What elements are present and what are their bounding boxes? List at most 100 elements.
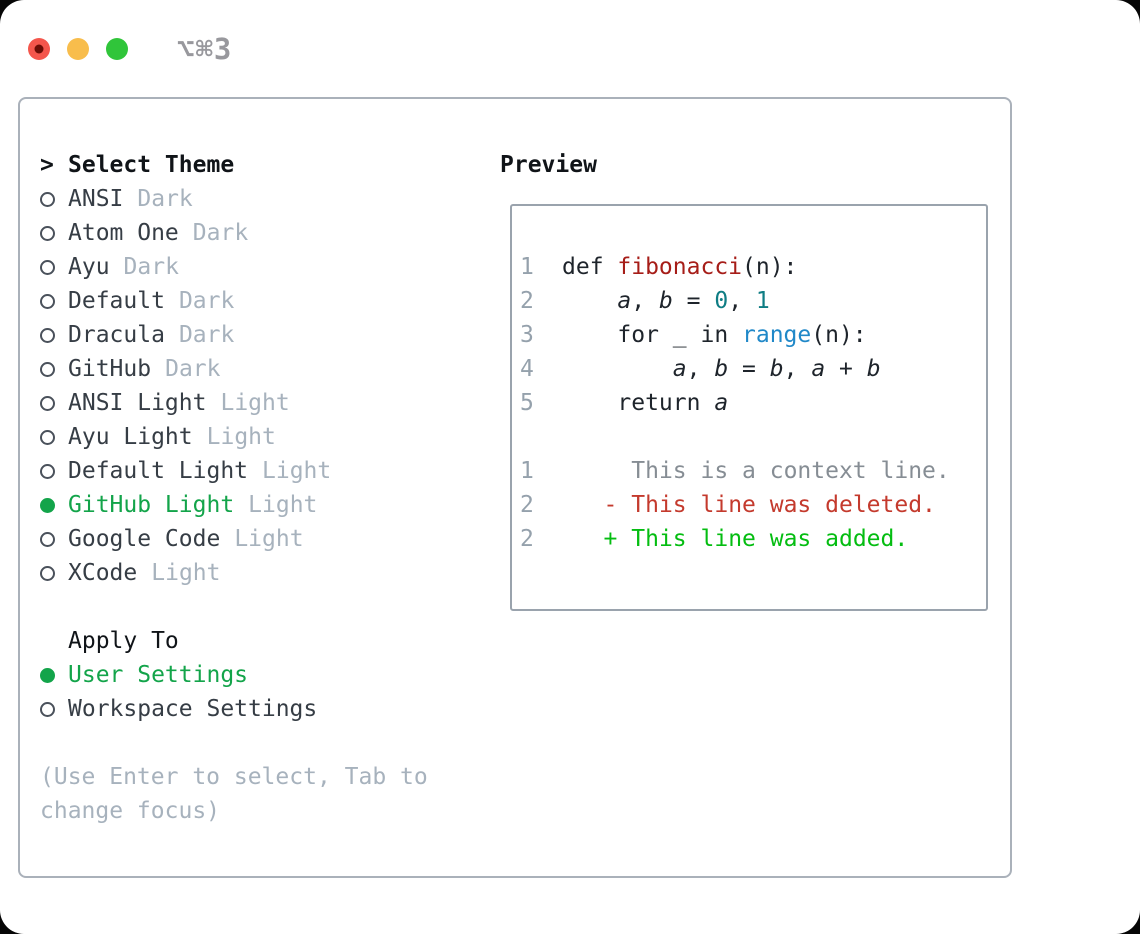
theme-variant-tag: Light (151, 560, 221, 586)
code-line: 1 def fibonacci(n): (520, 250, 978, 284)
code-token: return (562, 390, 715, 416)
radio-selected-icon (40, 667, 55, 683)
diff-content: This is a context line. (562, 458, 950, 484)
theme-option-github-light[interactable]: GitHub Light Light (40, 488, 490, 522)
code-content: a, b = 0, 1 (562, 288, 769, 314)
line-number: 2 (520, 492, 534, 518)
theme-variant-tag: Dark (165, 356, 221, 382)
code-content: return a (562, 390, 728, 416)
diff-text: This line was deleted. (631, 492, 936, 518)
line-number: 2 (520, 288, 534, 314)
theme-name: ANSI (68, 186, 124, 212)
maximize-button[interactable] (106, 37, 128, 60)
diff-marker: + (603, 526, 618, 552)
hint-text: (Use Enter to select, Tab to change focu… (40, 764, 428, 824)
theme-name: Dracula (68, 322, 165, 348)
code-token: def (562, 254, 618, 280)
radio-icon (40, 395, 55, 411)
code-token: a (672, 356, 687, 382)
line-number: 1 (520, 458, 534, 484)
code-token: a (714, 390, 729, 416)
theme-option-ayu[interactable]: Ayu Dark (40, 250, 490, 284)
diff-content: - This line was deleted. (562, 492, 936, 518)
code-token: range (742, 322, 812, 348)
code-token: = (672, 288, 715, 314)
code-token: a (617, 288, 632, 314)
code-token: fibonacci (617, 254, 743, 280)
code-token: b (714, 356, 729, 382)
theme-variant-tag: Dark (178, 288, 235, 314)
theme-option-github[interactable]: GitHub Dark (40, 352, 490, 386)
radio-selected-icon (40, 497, 55, 513)
radio-icon (40, 191, 55, 207)
theme-name: XCode (68, 560, 138, 586)
theme-name: Ayu (68, 254, 110, 280)
theme-variant-tag: Dark (178, 322, 235, 348)
titlebar: ⌥⌘3 (0, 0, 1140, 97)
code-token: + (825, 356, 867, 382)
minimize-button[interactable] (67, 37, 89, 60)
theme-option-xcode[interactable]: XCode Light (40, 556, 490, 590)
code-token (562, 356, 673, 382)
apply-to-title: Apply To (68, 628, 179, 654)
close-button[interactable] (28, 37, 50, 60)
blank-line (520, 420, 978, 454)
apply-to-header: Apply To (40, 624, 490, 658)
diff-text: This line was added. (631, 526, 909, 552)
theme-option-atom-one[interactable]: Atom One Dark (40, 216, 490, 250)
apply-option-label: Workspace Settings (68, 696, 318, 722)
diff-marker: - (603, 492, 618, 518)
theme-name: ANSI Light (68, 390, 207, 416)
code-token: (n): (742, 254, 798, 280)
radio-icon (40, 361, 55, 377)
code-token: , (783, 356, 812, 382)
apply-option-workspace-settings[interactable]: Workspace Settings (40, 692, 490, 726)
code-content: for _ in range(n): (562, 322, 867, 348)
code-line: 5 return a (520, 386, 978, 420)
diff-line-added: 2 + This line was added. (520, 522, 978, 556)
apply-option-label: User Settings (68, 662, 249, 688)
line-number: 3 (520, 322, 534, 348)
theme-variant-tag: Dark (123, 254, 179, 280)
theme-variant-tag: Light (248, 492, 318, 518)
theme-option-ayu-light[interactable]: Ayu Light Light (40, 420, 490, 454)
radio-icon (40, 225, 55, 241)
theme-variant-tag: Dark (192, 220, 249, 246)
code-token: b (866, 356, 881, 382)
diff-content: + This line was added. (562, 526, 909, 552)
code-token: , (686, 356, 715, 382)
radio-icon (40, 531, 55, 547)
code-token: a (811, 356, 826, 382)
theme-variant-tag: Light (262, 458, 332, 484)
theme-name: Default Light (68, 458, 249, 484)
theme-option-dracula[interactable]: Dracula Dark (40, 318, 490, 352)
code-token: , (631, 288, 659, 314)
apply-option-user-settings[interactable]: User Settings (40, 658, 490, 692)
code-line: 2 a, b = 0, 1 (520, 284, 978, 318)
theme-name: Ayu Light (68, 424, 193, 450)
code-token: (n): (811, 322, 867, 348)
theme-name: GitHub Light (68, 492, 235, 518)
line-number: 1 (520, 254, 534, 280)
select-theme-title: Select Theme (68, 152, 235, 178)
theme-option-default-light[interactable]: Default Light Light (40, 454, 490, 488)
theme-variant-tag: Light (206, 424, 276, 450)
line-number: 2 (520, 526, 534, 552)
theme-name: GitHub (68, 356, 152, 382)
diff-line-context: 1 This is a context line. (520, 454, 978, 488)
code-token: b (658, 288, 673, 314)
theme-name: Atom One (68, 220, 179, 246)
code-line: 4 a, b = b, a + b (520, 352, 978, 386)
unsaved-dot-icon (34, 44, 44, 53)
theme-name: Google Code (68, 526, 221, 552)
